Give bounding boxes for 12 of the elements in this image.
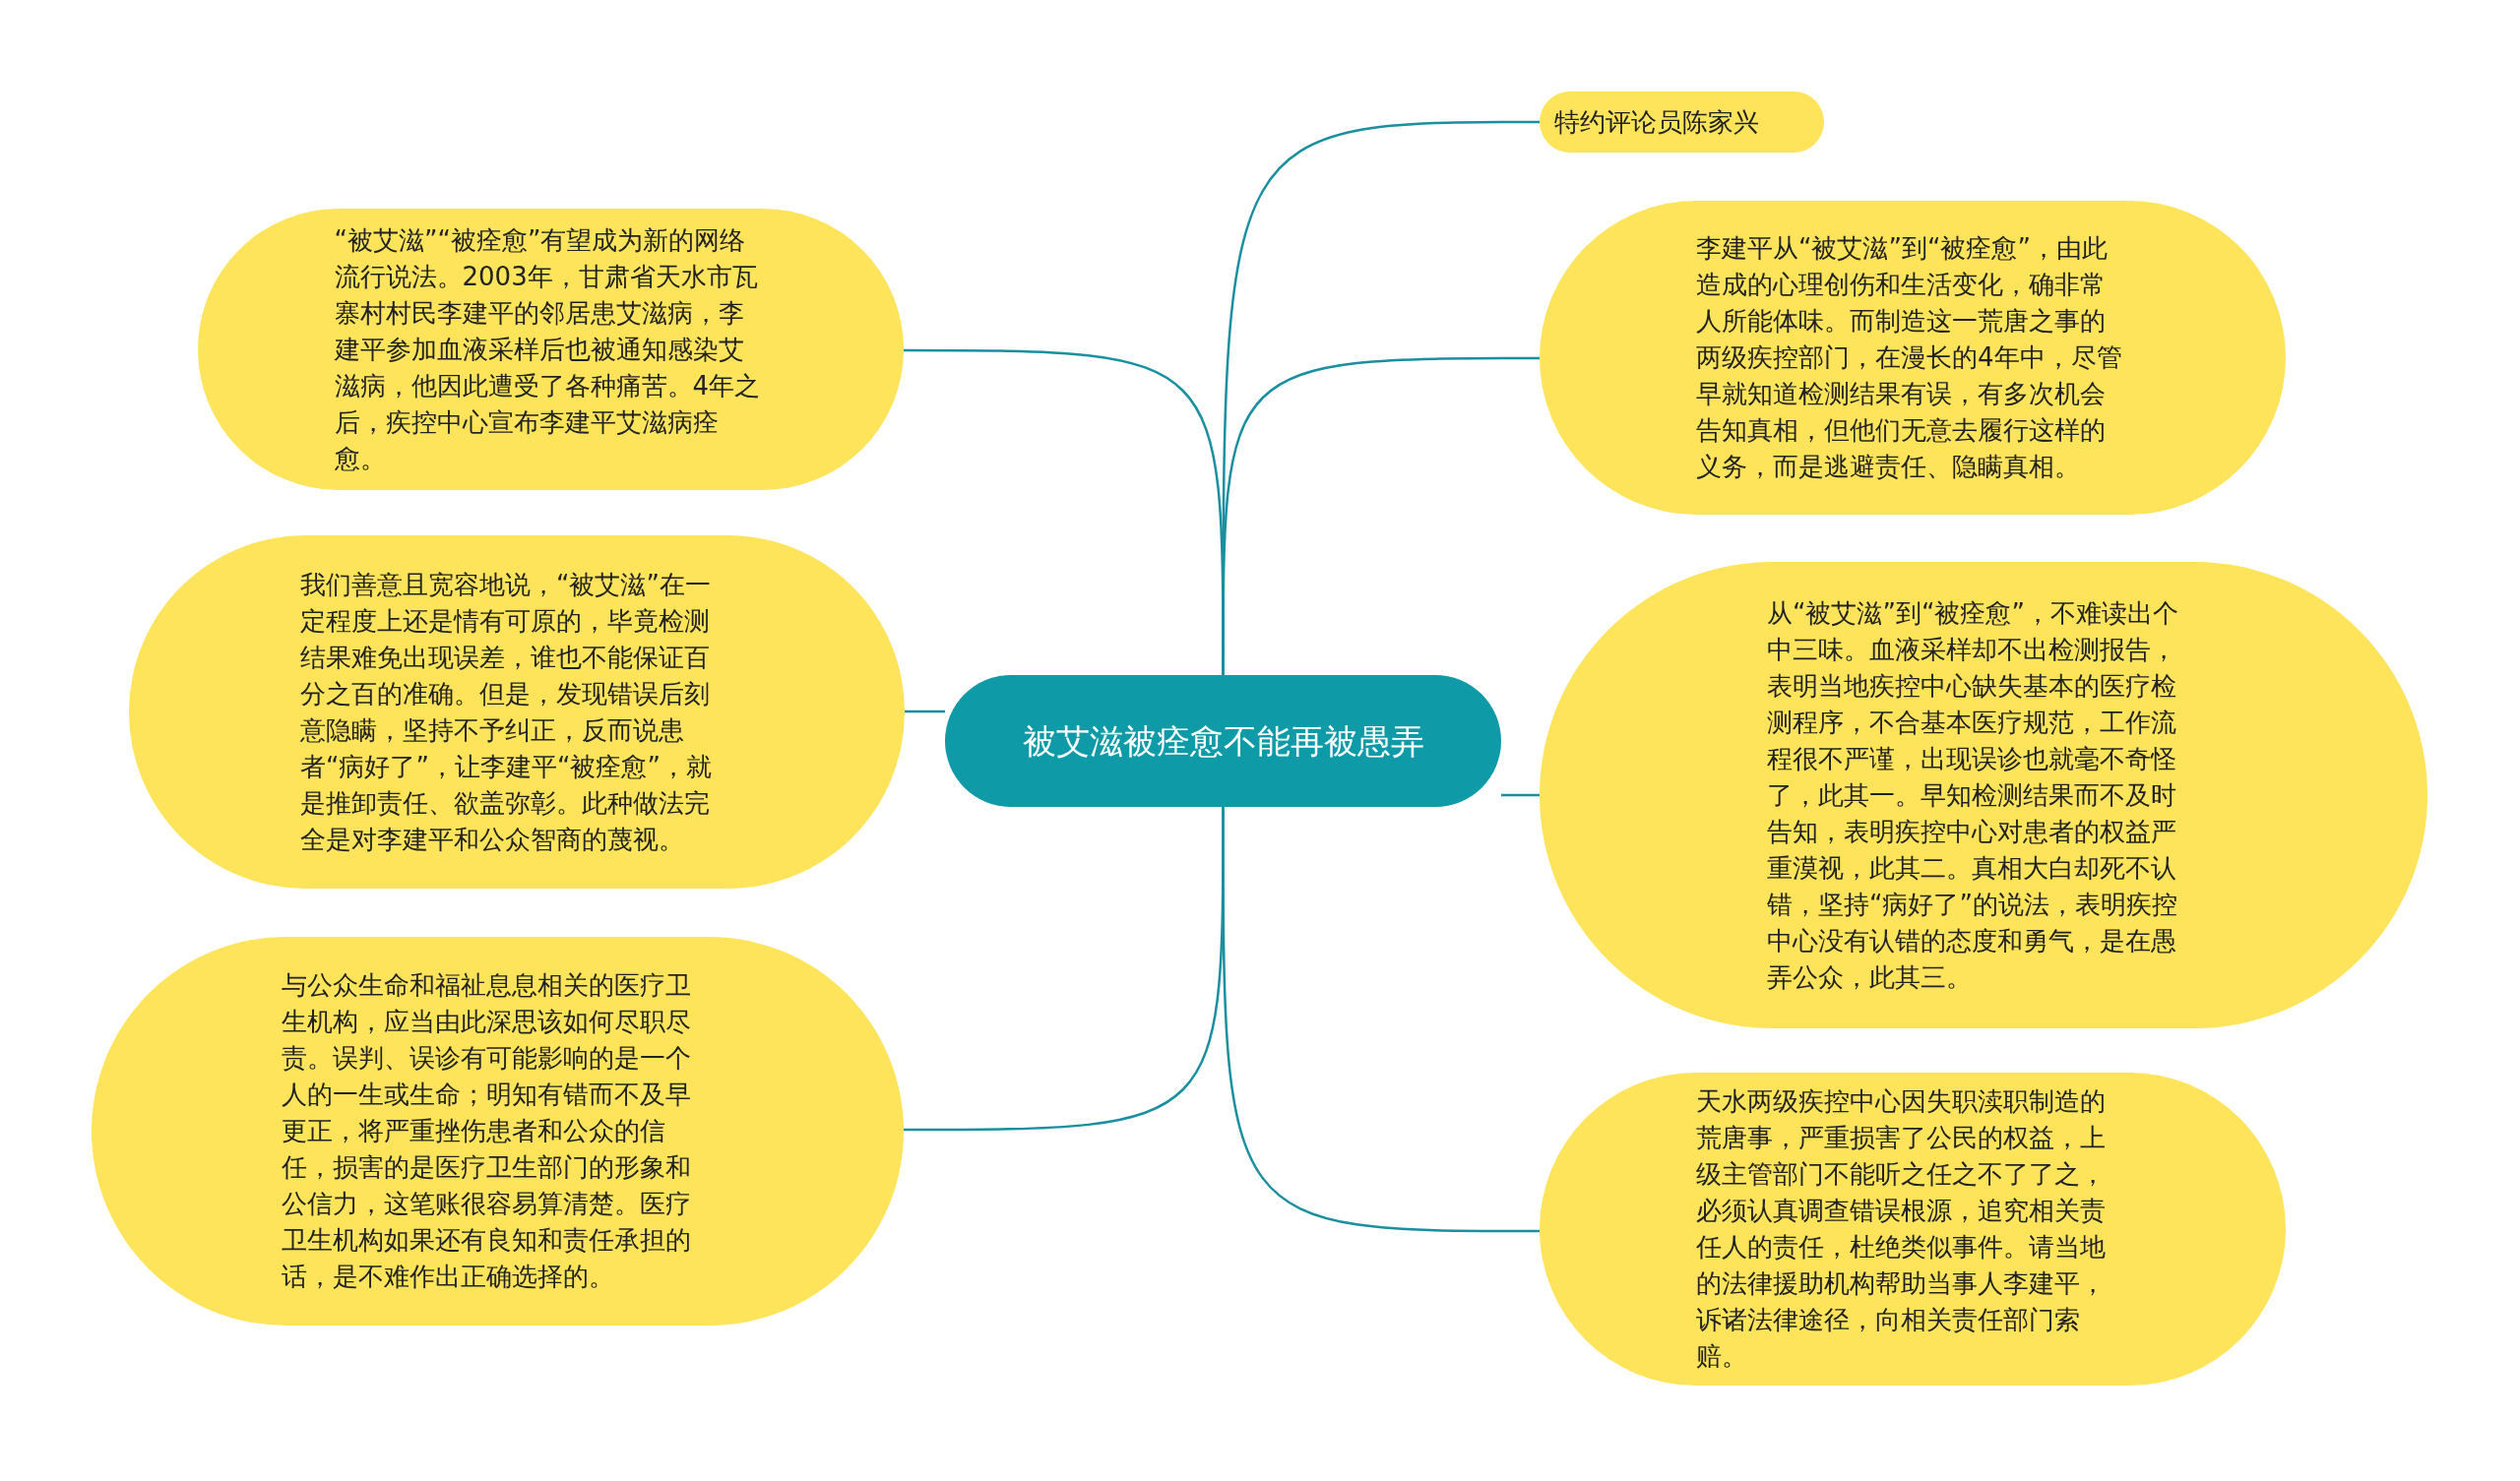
paragraph-text: 我们善意且宽容地说，“被艾滋”在一定程度上还是情有可原的，毕竟检测结果难免出现误差，谁也不能保证百分之百的准确。但是，发现错误后刻意隐瞒，坚持不予纠正，反而说患者“病好了”，让李建平“被痊愈”，就是推卸责任、欲盖弥彰。此种做法完全是对李建平和公众智商的蔑视。: [300, 568, 713, 856]
paragraph-text: 从“被艾滋”到“被痊愈”，不难读出个中三味。血液采样却不出检测报告，表明当地疾控中心缺失基本的医疗检测程序，不合基本医疗规范，工作流程很不严谨，出现误诊也就毫不奇怪了，此其一。早知检测结果而不及时告知，表明疾控中心对患者的权益严重漠视，此其二。真相大白却死不认错，坚持“病好了”的说法，表明疾控中心没有认错的态度和勇气，是在愚弄公众，此其三。: [1767, 596, 2179, 994]
paragraph-text: 天水两级疾控中心因失职渎职制造的荒唐事，严重损害了公民的权益，上级主管部门不能听之任之不了了之，必须认真调查错误根源，追究相关责任人的责任，杜绝类似事件。请当地的法律援助机构帮助当事人李建平，诉诸法律途径，向相关责任部门索赔。: [1696, 1085, 2107, 1373]
connector-line: [1222, 807, 1540, 1233]
connector-line: [905, 710, 945, 713]
title-text: 被艾滋被痊愈不能再被愚弄: [1021, 720, 1425, 763]
paragraph-text: “被艾滋”“被痊愈”有望成为新的网络流行说法。2003年，甘肃省天水市瓦寨村村民李建平的邻居患艾滋病，李建平参加血液采样后也被通知感染艾滋病，他因此遭受了各种痛苦。4年之后，疾控中心宣布李建平艾滋病痊愈。: [334, 223, 762, 475]
paragraph-text: 李建平从“被艾滋”到“被痊愈”，由此造成的心理创伤和生活变化，确非常人所能体味。而制造这一荒唐之事的两级疾控部门，在漫长的4年中，尽管早就知道检测结果有误，有多次机会告知真相，但他们无意去履行这样的义务，而是逃避责任、隐瞒真相。: [1696, 232, 2123, 483]
connector-line: [1222, 356, 1540, 675]
paragraph-text: 与公众生命和福祉息息相关的医疗卫生机构，应当由此深思该如何尽职尽责。误判、误诊有可能影响的是一个人的一生或生命；明知有错而不及早更正，将严重挫伤患者和公众的信任，损害的是医疗卫生部门的形象和公信力，这笔账很容易算清楚。医疗卫生机构如果还有良知和责任承担的话，是不难作出正确选择的。: [281, 969, 692, 1293]
connector-line: [1501, 793, 1540, 797]
paragraph-text: 特约评论员陈家兴: [1553, 105, 1760, 139]
